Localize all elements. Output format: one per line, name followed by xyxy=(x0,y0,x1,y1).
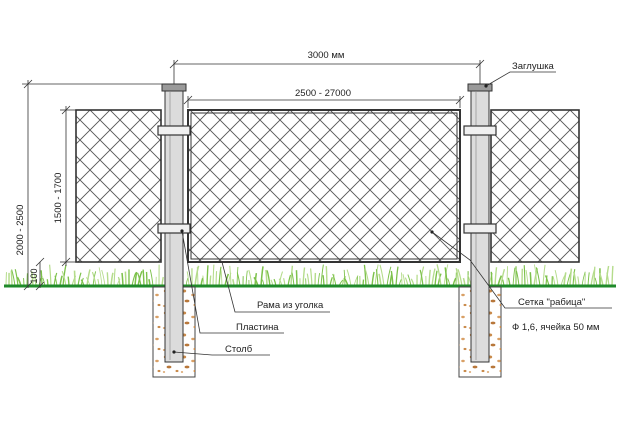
mesh-panel-center xyxy=(187,109,461,263)
mesh-panel-left xyxy=(75,109,162,263)
dim-panel-height: 1500 - 1700 xyxy=(53,173,64,224)
plate-top-right xyxy=(463,125,497,136)
post-left xyxy=(157,83,191,363)
label-post: Столб xyxy=(225,344,253,355)
dim-ground-gap: 100 xyxy=(29,268,39,283)
leader-dots xyxy=(172,84,488,354)
label-frame: Рама из уголка xyxy=(257,300,324,311)
post-cap-left xyxy=(161,83,187,92)
label-mesh-spec: Ф 1,6, ячейка 50 мм xyxy=(512,322,600,333)
dimension-lines xyxy=(22,59,485,291)
label-mesh: Сетка "рабица" xyxy=(518,297,585,308)
plate-top-left xyxy=(157,125,191,136)
dim-panel-width: 2500 - 27000 xyxy=(295,88,351,99)
label-cap: Заглушка xyxy=(512,61,555,72)
mesh-panel-right xyxy=(490,109,580,263)
plate-bottom-right xyxy=(463,223,497,234)
plate-bottom-left xyxy=(157,223,191,234)
label-plate: Пластина xyxy=(236,322,279,333)
post-right xyxy=(463,83,497,363)
dim-post-spacing: 3000 мм xyxy=(308,50,345,61)
dim-total-height: 2000 - 2500 xyxy=(15,205,26,256)
grass xyxy=(5,264,614,287)
leader-lines xyxy=(173,71,612,356)
